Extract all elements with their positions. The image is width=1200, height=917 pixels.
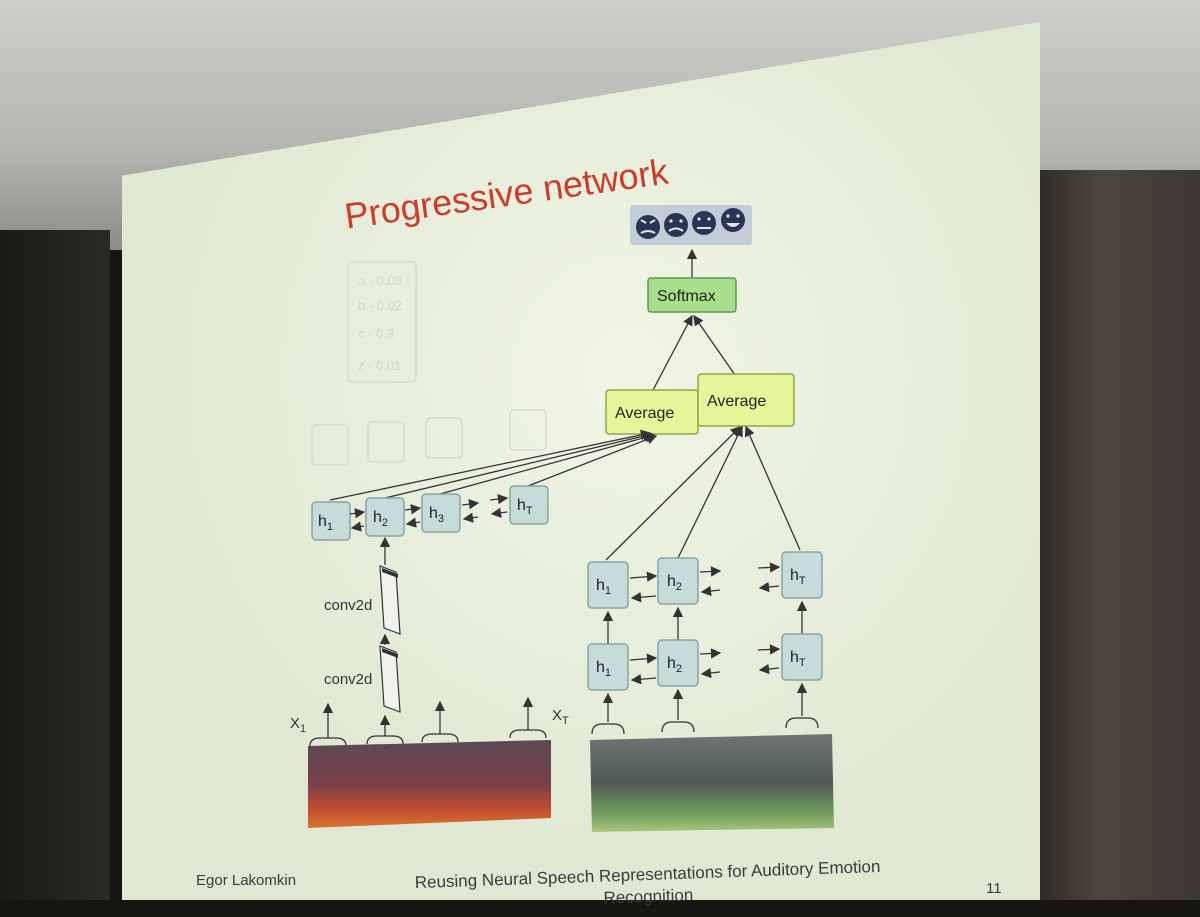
wall-right bbox=[1030, 170, 1200, 900]
svg-text:h1: h1 bbox=[596, 659, 611, 679]
page-number: 11 bbox=[986, 880, 1002, 897]
faint-prob-c: c - 0.3 bbox=[358, 326, 394, 341]
svg-text:h3: h3 bbox=[429, 505, 444, 525]
right-lower-hT: hT bbox=[781, 633, 823, 681]
conv2d-label-top: conv2d bbox=[324, 597, 372, 614]
neutral-face-icon bbox=[692, 211, 716, 235]
svg-text:h1: h1 bbox=[596, 577, 611, 597]
happy-face-icon bbox=[721, 208, 745, 232]
spectrogram-left bbox=[308, 740, 551, 828]
svg-text:hT: hT bbox=[790, 649, 806, 669]
right-lower-h1: h1 bbox=[587, 643, 629, 691]
conv2d-label-bottom: conv2d bbox=[324, 671, 372, 688]
faint-prob-b: b - 0.02 bbox=[358, 298, 402, 313]
svg-text:hT: hT bbox=[790, 567, 806, 587]
softmax-box: Softmax bbox=[647, 277, 737, 313]
input-xT-label: XT bbox=[552, 707, 569, 727]
emotion-icons bbox=[630, 205, 752, 245]
screen-glow bbox=[122, 22, 1040, 900]
faint-hidden-row bbox=[311, 409, 547, 466]
left-hidden-hT: hT bbox=[509, 485, 549, 525]
faint-prob-panel: a - 0.08 b - 0.02 c - 0.3 z - 0.01 bbox=[347, 261, 417, 383]
average-box-left: Average bbox=[605, 389, 699, 435]
svg-text:hT: hT bbox=[517, 497, 533, 517]
angry-face-icon bbox=[636, 215, 660, 239]
svg-text:h2: h2 bbox=[667, 655, 682, 675]
average-label-left: Average bbox=[615, 405, 674, 422]
right-upper-hidden-row: h1 h2 hT bbox=[587, 551, 823, 609]
svg-text:h2: h2 bbox=[667, 573, 682, 593]
svg-text:h1: h1 bbox=[318, 513, 333, 533]
right-upper-h2: h2 bbox=[657, 557, 699, 605]
average-box-right: Average bbox=[697, 373, 795, 427]
right-upper-hT: hT bbox=[781, 551, 823, 599]
spectrogram-right bbox=[590, 734, 834, 832]
wall-left bbox=[0, 230, 110, 900]
svg-text:h2: h2 bbox=[373, 509, 388, 529]
footer-author: Egor Lakomkin bbox=[196, 872, 297, 889]
left-hidden-h2: h2 bbox=[365, 497, 405, 537]
left-hidden-h1: h1 bbox=[311, 501, 351, 541]
input-x1-label: X1 bbox=[290, 715, 306, 735]
left-hidden-row: h1 h2 h3 hT bbox=[311, 485, 549, 541]
faint-prob-a: a - 0.08 bbox=[358, 273, 402, 288]
faint-prob-z: z - 0.01 bbox=[358, 358, 401, 373]
average-label-right: Average bbox=[707, 393, 766, 410]
sad-face-icon bbox=[664, 213, 688, 237]
left-hidden-h3: h3 bbox=[421, 493, 461, 533]
softmax-label: Softmax bbox=[657, 288, 716, 305]
conv2d-layer-top bbox=[379, 565, 401, 635]
right-upper-h1: h1 bbox=[587, 561, 629, 609]
right-lower-hidden-row: h1 h2 hT bbox=[587, 633, 823, 691]
right-lower-h2: h2 bbox=[657, 639, 699, 687]
conv2d-layer-bottom bbox=[379, 645, 401, 713]
